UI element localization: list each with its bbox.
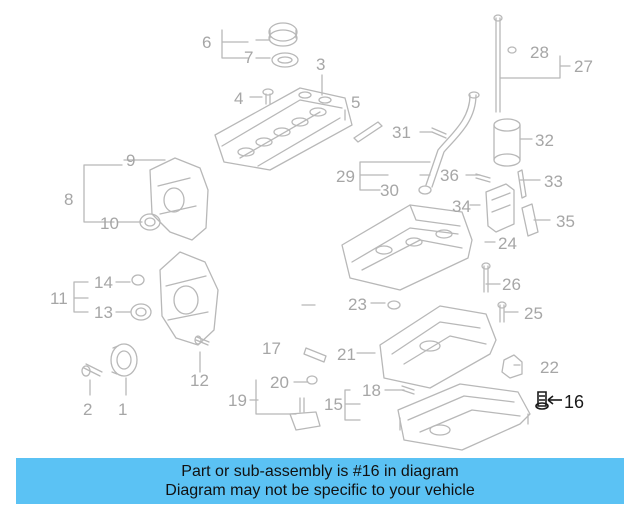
- part-label-9: 9: [126, 151, 135, 170]
- oil-pickup: [501, 354, 523, 379]
- sensor-19: [289, 397, 321, 431]
- part-label-35: 35: [556, 212, 575, 231]
- part-label-17: 17: [262, 339, 281, 358]
- part-label-3: 3: [316, 55, 325, 74]
- dipstick-tube: [418, 91, 480, 195]
- plate-35: [521, 203, 539, 237]
- oil-filter: [493, 118, 521, 167]
- part-label-14: 14: [94, 273, 113, 292]
- part-label-5: 5: [351, 93, 360, 112]
- part-label-19: 19: [228, 391, 247, 410]
- part-label-18: 18: [362, 381, 381, 400]
- part-label-11: 11: [50, 289, 68, 308]
- part-label-22: 22: [540, 358, 559, 377]
- part-label-10: 10: [100, 214, 119, 233]
- oil-pump: [485, 183, 515, 233]
- part-label-4: 4: [234, 89, 243, 108]
- leader-lines: [73, 29, 571, 421]
- drain-plug-16-highlighted: [535, 391, 562, 410]
- part-label-13: 13: [94, 303, 113, 322]
- banner-line-disclaimer: Diagram may not be specific to your vehi…: [165, 482, 475, 499]
- part-label-12: 12: [190, 371, 209, 390]
- bolt-25: [497, 301, 507, 323]
- part-label-34: 34: [452, 197, 471, 216]
- baffle-plate: [379, 305, 497, 389]
- seal-14: [131, 274, 145, 286]
- part-label-29: 29: [336, 167, 355, 186]
- dipstick: [493, 14, 517, 113]
- bolt-12: [194, 335, 210, 346]
- exploded-parts-diagram: 1 2 3 4 5 6 7 8 9 10 11 12 13 14 15 17 1…: [50, 14, 593, 451]
- part-label-8: 8: [64, 190, 73, 209]
- bolt-2: [81, 363, 103, 377]
- part-label-1: 1: [118, 400, 127, 419]
- part-label-24: 24: [498, 234, 517, 253]
- o-ring-23: [387, 300, 401, 310]
- seal-10: [139, 213, 161, 231]
- crank-pulley: [110, 343, 138, 377]
- valve-cover: [214, 87, 353, 171]
- lower-oil-pan: [397, 383, 531, 451]
- part-label-30: 30: [380, 181, 399, 200]
- part-label-6: 6: [202, 33, 211, 52]
- bolt-26: [481, 262, 491, 293]
- sensor-17: [303, 347, 327, 363]
- part-label-36: 36: [440, 166, 459, 185]
- timing-cover-upper: [149, 157, 209, 241]
- part-label-28: 28: [530, 43, 549, 62]
- part-label-23: 23: [348, 295, 367, 314]
- part-label-27: 27: [574, 57, 593, 76]
- part-label-15: 15: [324, 395, 343, 414]
- part-label-31: 31: [392, 123, 411, 142]
- timing-cover-lower: [159, 251, 219, 346]
- part-label-25: 25: [524, 304, 543, 323]
- o-ring-20: [306, 375, 318, 385]
- part-33: [517, 169, 527, 199]
- part-label-26: 26: [502, 275, 521, 294]
- gasket-strip: [353, 121, 383, 143]
- info-banner: Part or sub-assembly is #16 in diagram D…: [16, 458, 624, 504]
- upper-oil-pan: [341, 204, 473, 291]
- part-label-20: 20: [270, 373, 289, 392]
- part-label-32: 32: [535, 131, 554, 150]
- oil-filler-cap: [268, 22, 299, 68]
- part-label-16-highlighted: 16: [564, 392, 584, 412]
- bolt-36: [475, 173, 491, 183]
- part-label-7: 7: [244, 48, 253, 67]
- banner-line-part: Part or sub-assembly is #16 in diagram: [181, 463, 459, 480]
- part-label-2: 2: [83, 400, 92, 419]
- drain-bolt-18: [401, 385, 415, 395]
- part-label-33: 33: [544, 172, 563, 191]
- bolt-31: [431, 127, 447, 139]
- seal-13: [130, 303, 152, 321]
- part-label-21: 21: [337, 345, 356, 364]
- bolt-4: [262, 88, 274, 105]
